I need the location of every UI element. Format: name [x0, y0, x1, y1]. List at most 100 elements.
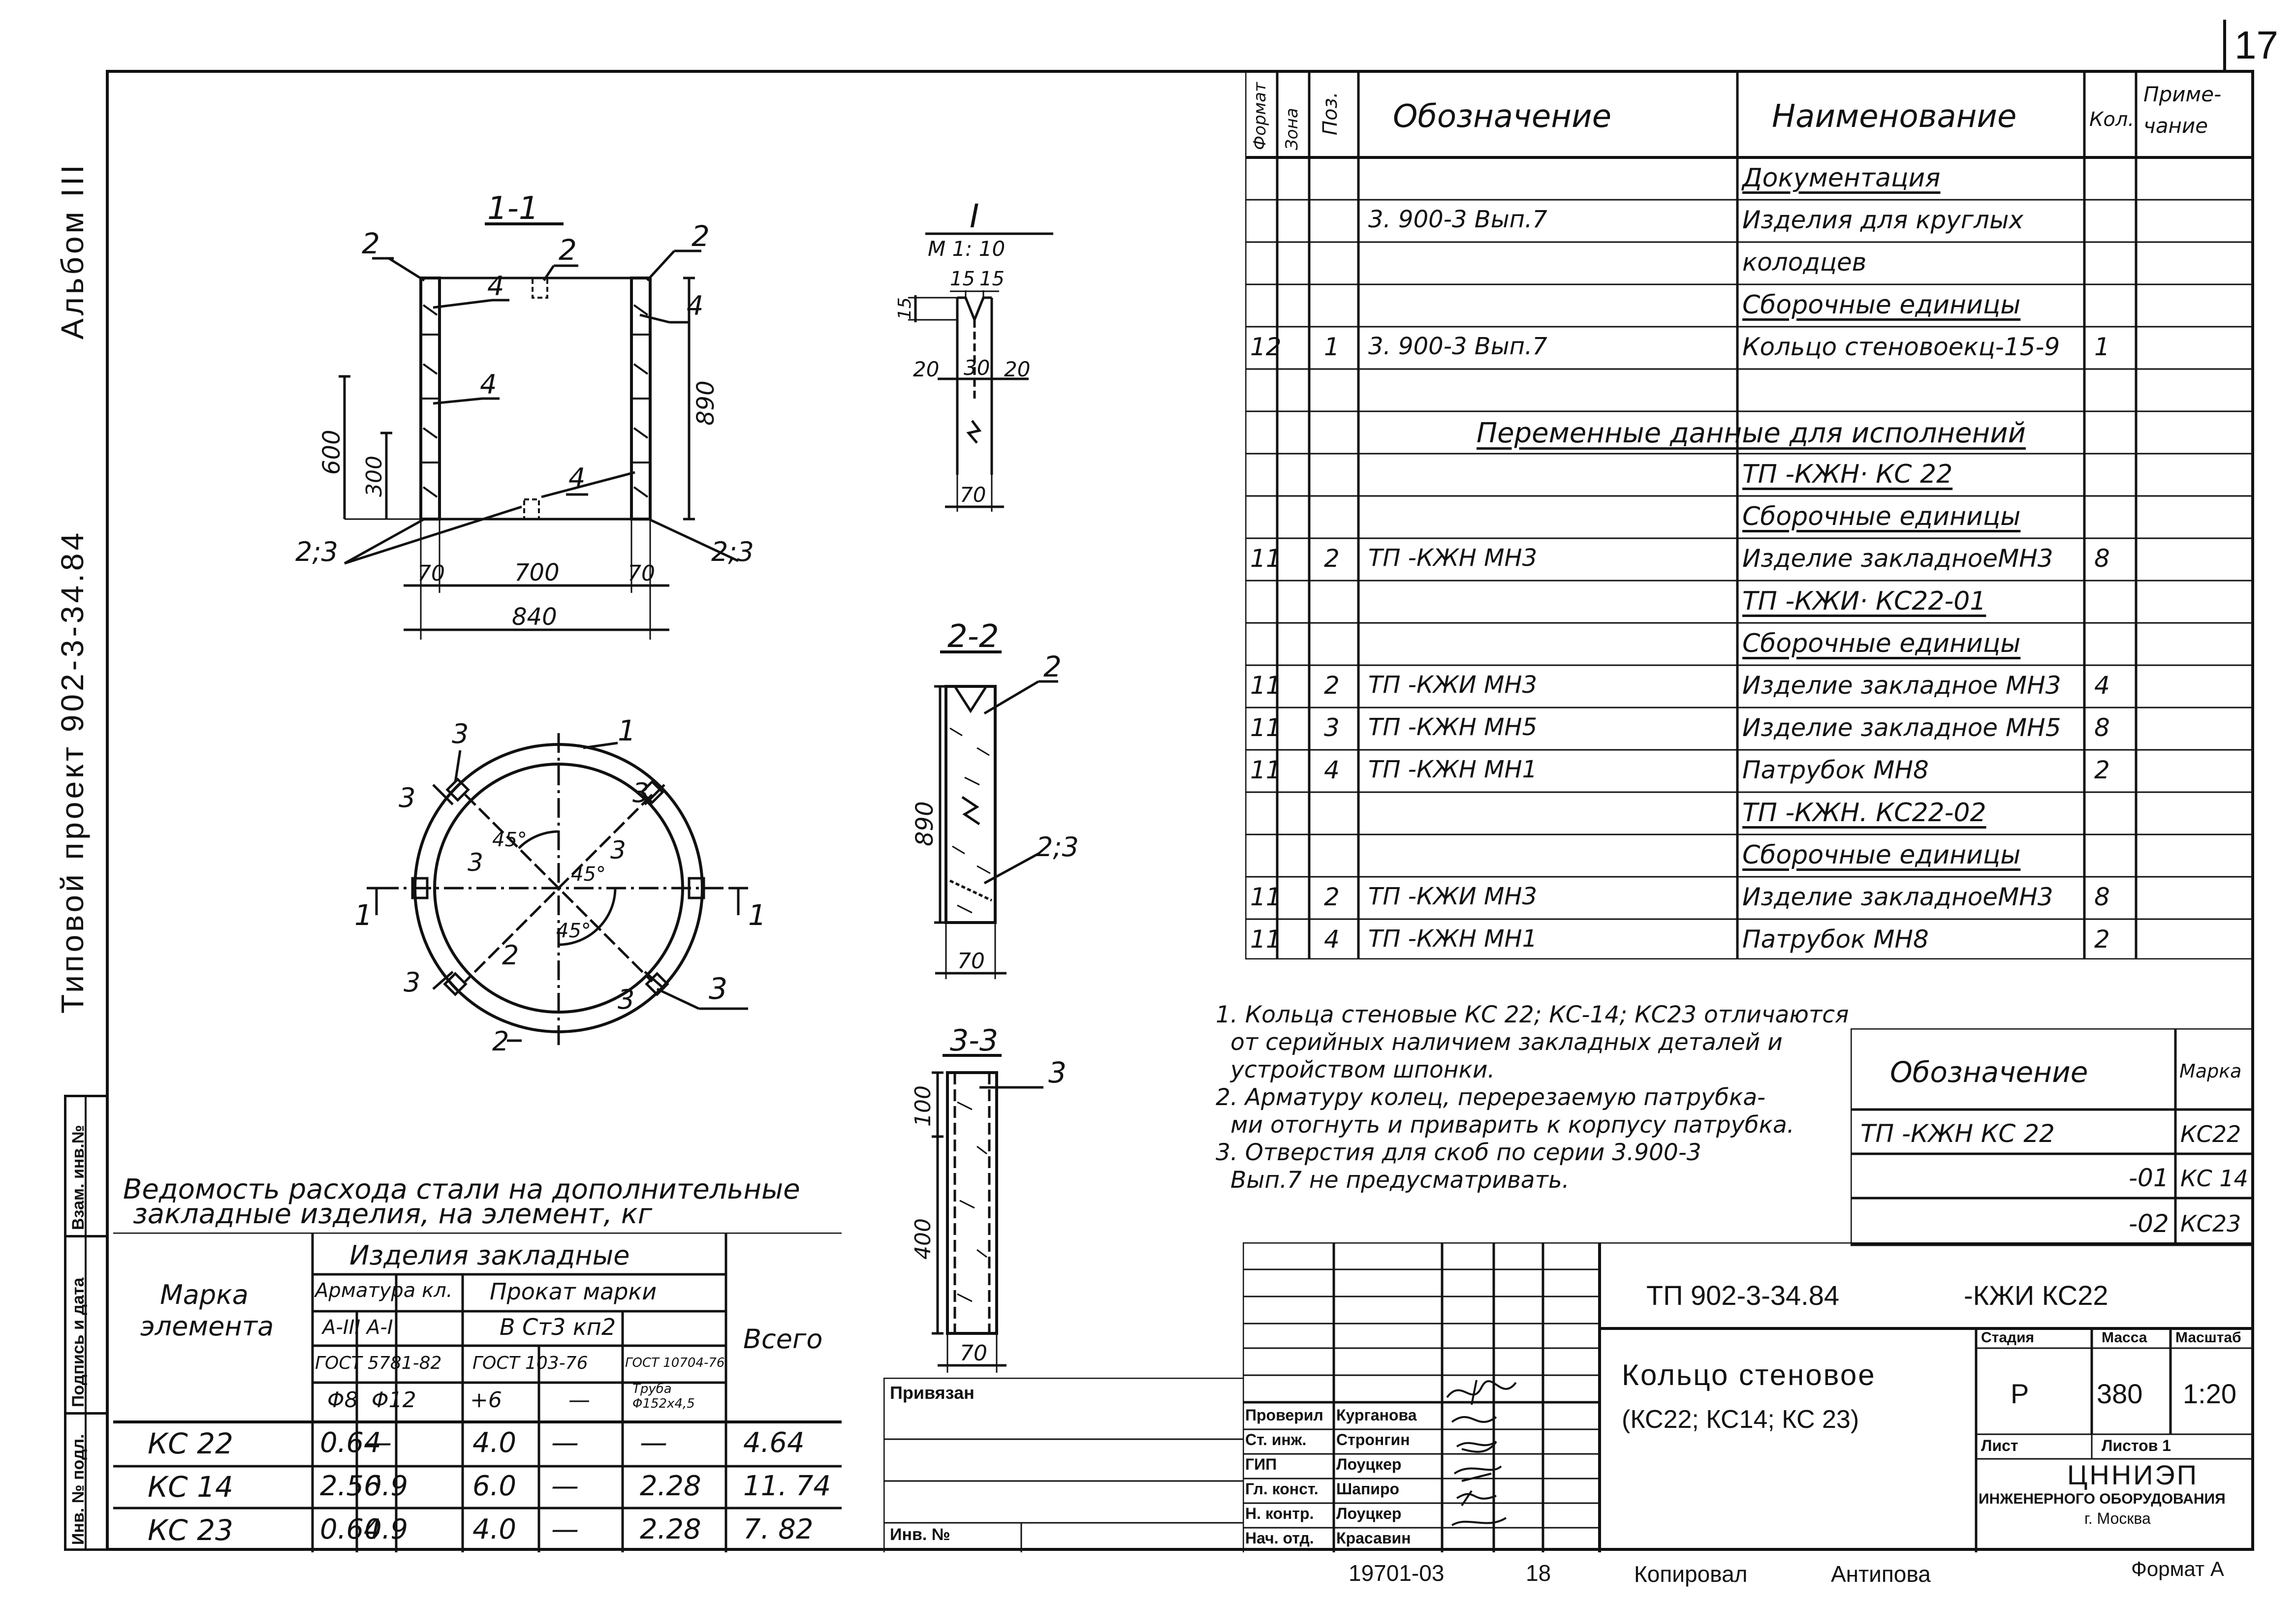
- spec-cell-qty: 8: [2094, 713, 2110, 742]
- note-line: устройством шпонки.: [1230, 1056, 1495, 1083]
- spec-cell-qty: 2: [2094, 925, 2110, 954]
- title-person: Красавин: [1336, 1529, 1411, 1547]
- s11-dim-700: 700: [514, 559, 560, 586]
- spec-cell-name: Изделия для круглых: [1742, 206, 2024, 234]
- spec-header-qty: Кол.: [2089, 108, 2135, 131]
- steel-arm-header: Арматура кл.: [315, 1279, 453, 1302]
- s11-label-f: 4: [480, 369, 497, 400]
- title-scale-header: Масштаб: [2175, 1329, 2241, 1346]
- detail-i-dim-70: 70: [960, 483, 986, 507]
- spec-cell-name: Сборочные единицы: [1742, 290, 2021, 320]
- spec-cell-name: Патрубок МН8: [1742, 756, 1929, 784]
- spec-cell-qty: 2: [2094, 756, 2110, 784]
- title-sheet: Лист: [1981, 1437, 2018, 1454]
- marks-header-mark: Марка: [2179, 1060, 2242, 1082]
- spec-cell-format: 12: [1250, 333, 1282, 361]
- title-name-2: (КС22; КС14; КС 23): [1622, 1405, 1859, 1434]
- spec-table-grid: [1245, 71, 2254, 959]
- steel-row-value: 7. 82: [743, 1513, 814, 1545]
- title-code: ТП 902-3-34.84: [1646, 1280, 1840, 1311]
- spec-cell-name: Изделие закладноеМН3: [1742, 883, 2053, 911]
- detail-i-scale: М 1: 10: [928, 237, 1005, 261]
- title-role: Нач. отд.: [1245, 1529, 1314, 1547]
- steel-size-plus6: +6: [470, 1388, 502, 1413]
- spec-cell-format: 11: [1250, 671, 1282, 700]
- steel-row-value: 6.0: [472, 1470, 517, 1502]
- spec-cell-pos: 4: [1324, 756, 1340, 784]
- steel-row-value: —: [640, 1427, 667, 1459]
- spec-cell-qty: 1: [2094, 333, 2110, 361]
- steel-row-mark: КС 22: [148, 1427, 233, 1460]
- steel-row-value: 0.64: [320, 1427, 381, 1459]
- steel-row-value: 11. 74: [743, 1470, 831, 1502]
- title-role: Гл. конст.: [1245, 1480, 1319, 1498]
- title-person: Лоуцкер: [1336, 1455, 1402, 1473]
- section-2-2-title: 2-2: [947, 618, 999, 655]
- spec-cell-qty: 8: [2094, 883, 2110, 911]
- spec-cell-pos: 3: [1324, 713, 1340, 742]
- spec-cell-name: Кольцо стеновоекц-15-9: [1742, 333, 2060, 361]
- notes: 1. Кольца стеновые КС 22; КС-14; КС23 от…: [1216, 1001, 1849, 1194]
- title-stage: Р: [2011, 1378, 2029, 1409]
- title-org-2: инженерного оборудования: [1979, 1491, 2226, 1507]
- plan-label-3e: 3: [610, 836, 626, 864]
- detail-i-title: I: [970, 197, 979, 235]
- steel-gost-1: ГОСТ 5781-82: [315, 1353, 442, 1373]
- spec-cell-pos: 2: [1324, 671, 1340, 700]
- steel-size-f12: Φ12: [372, 1388, 416, 1413]
- spec-header-designation: Обозначение: [1393, 98, 1612, 135]
- spec-cell-designation: ТП -КЖИ МН3: [1368, 671, 1537, 699]
- title-role: Проверил: [1245, 1406, 1323, 1424]
- steel-row-value: —: [364, 1427, 392, 1459]
- steel-row-value: 4.0: [472, 1513, 517, 1545]
- footer-format: Формат А: [2131, 1557, 2224, 1580]
- spec-cell-name: ТП -КЖН. КС22-02: [1742, 798, 1986, 828]
- spec-cell-pos: 1: [1324, 333, 1340, 361]
- steel-size-dash: —: [568, 1388, 590, 1413]
- section-1-1-title: 1-1: [487, 190, 539, 227]
- page-number-divider: [2223, 20, 2226, 71]
- plan-angle-b: 45°: [571, 863, 606, 886]
- s11-label-i: 2;3: [711, 536, 754, 567]
- plan-label-3d: 3: [468, 848, 483, 877]
- spec-cell-designation: ТП -КЖИ МН3: [1368, 883, 1537, 910]
- steel-gost-3: ГОСТ 10704-76: [625, 1356, 725, 1370]
- s11-label-c: 2: [692, 219, 710, 253]
- spec-header-format: Формат: [1250, 82, 1270, 150]
- s11-label-b: 2: [559, 233, 577, 267]
- spec-cell-designation: 3. 900-3 Вып.7: [1368, 206, 1547, 233]
- spec-cell-designation: ТП -КЖН МН3: [1368, 544, 1538, 572]
- spec-cell-name: Патрубок МН8: [1742, 925, 1929, 954]
- s33-label-3: 3: [1048, 1056, 1067, 1089]
- stamp-div-1: [64, 1235, 106, 1237]
- spec-cell-name: ТП -КЖИ· КС22-01: [1742, 586, 1986, 616]
- title-role: Ст. инж.: [1245, 1431, 1307, 1449]
- title-person: Стронгин: [1336, 1431, 1410, 1449]
- steel-row-value: 2.28: [640, 1513, 701, 1545]
- marks-row-des: -01: [2129, 1164, 2169, 1192]
- spec-cell-designation: ТП -КЖН МН5: [1368, 713, 1538, 741]
- detail-i-dim-20b: 20: [1004, 357, 1030, 381]
- plan-label-3f: 3: [404, 967, 420, 998]
- steel-row-value: 0.9: [364, 1513, 409, 1545]
- spec-cell-format: 11: [1250, 925, 1282, 954]
- spec-cell-designation: 3. 900-3 Вып.7: [1368, 333, 1547, 360]
- spec-cell-section-title: Переменные данные для исполнений: [1477, 417, 2026, 449]
- s11-dim-840: 840: [512, 603, 557, 631]
- plan-label-3g: 3: [618, 984, 634, 1015]
- signatures: [1446, 1380, 1517, 1526]
- steel-size-pipe: Труба Φ152х4,5: [632, 1382, 695, 1411]
- steel-table-title-2: закладные изделия, на элемент, кг: [133, 1198, 653, 1230]
- s11-dim-300: 300: [362, 456, 387, 497]
- plan-angle-a: 45°: [492, 829, 527, 851]
- marks-row-mark: КС 14: [2180, 1165, 2248, 1192]
- steel-row-value: 4.0: [472, 1427, 517, 1459]
- section-3-3-title: 3-3: [950, 1023, 998, 1058]
- spec-cell-designation: ТП -КЖН МН1: [1368, 925, 1538, 953]
- steel-cls-a1: А-I: [367, 1316, 393, 1339]
- spec-cell-name: Сборочные единицы: [1742, 840, 2021, 870]
- spec-cell-qty: 4: [2094, 671, 2110, 700]
- steel-cls-a3: А-III: [322, 1316, 361, 1339]
- title-person: Шапиро: [1336, 1480, 1400, 1498]
- marks-header-designation: Обозначение: [1890, 1055, 2088, 1089]
